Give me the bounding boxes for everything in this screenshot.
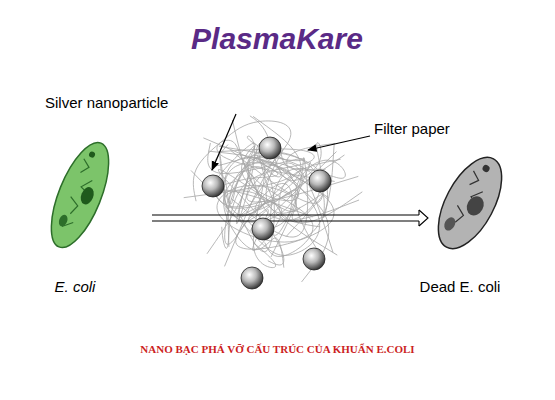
ecoli-cell bbox=[40, 135, 121, 255]
cell-node: E. coli bbox=[35, 130, 150, 305]
part-label: Filter paper bbox=[374, 120, 450, 137]
logo-text: PlasmaKare bbox=[191, 22, 363, 56]
cell-node: Dead E. coli bbox=[430, 130, 520, 305]
leader-line bbox=[212, 114, 236, 170]
caption: NANO BẠC PHÁ VỠ CẤU TRÚC CỦA KHUẨN E.COL… bbox=[0, 343, 555, 355]
cell-label: E. coli bbox=[35, 278, 115, 295]
filter-paper-fibres bbox=[184, 116, 363, 282]
leader-line bbox=[308, 136, 370, 150]
dead-ecoli-cell bbox=[425, 148, 514, 259]
cell-label: Dead E. coli bbox=[405, 278, 515, 295]
flow-arrow bbox=[152, 210, 428, 226]
part-label: Silver nanoparticle bbox=[45, 94, 168, 111]
silver-nanoparticles bbox=[202, 137, 331, 289]
